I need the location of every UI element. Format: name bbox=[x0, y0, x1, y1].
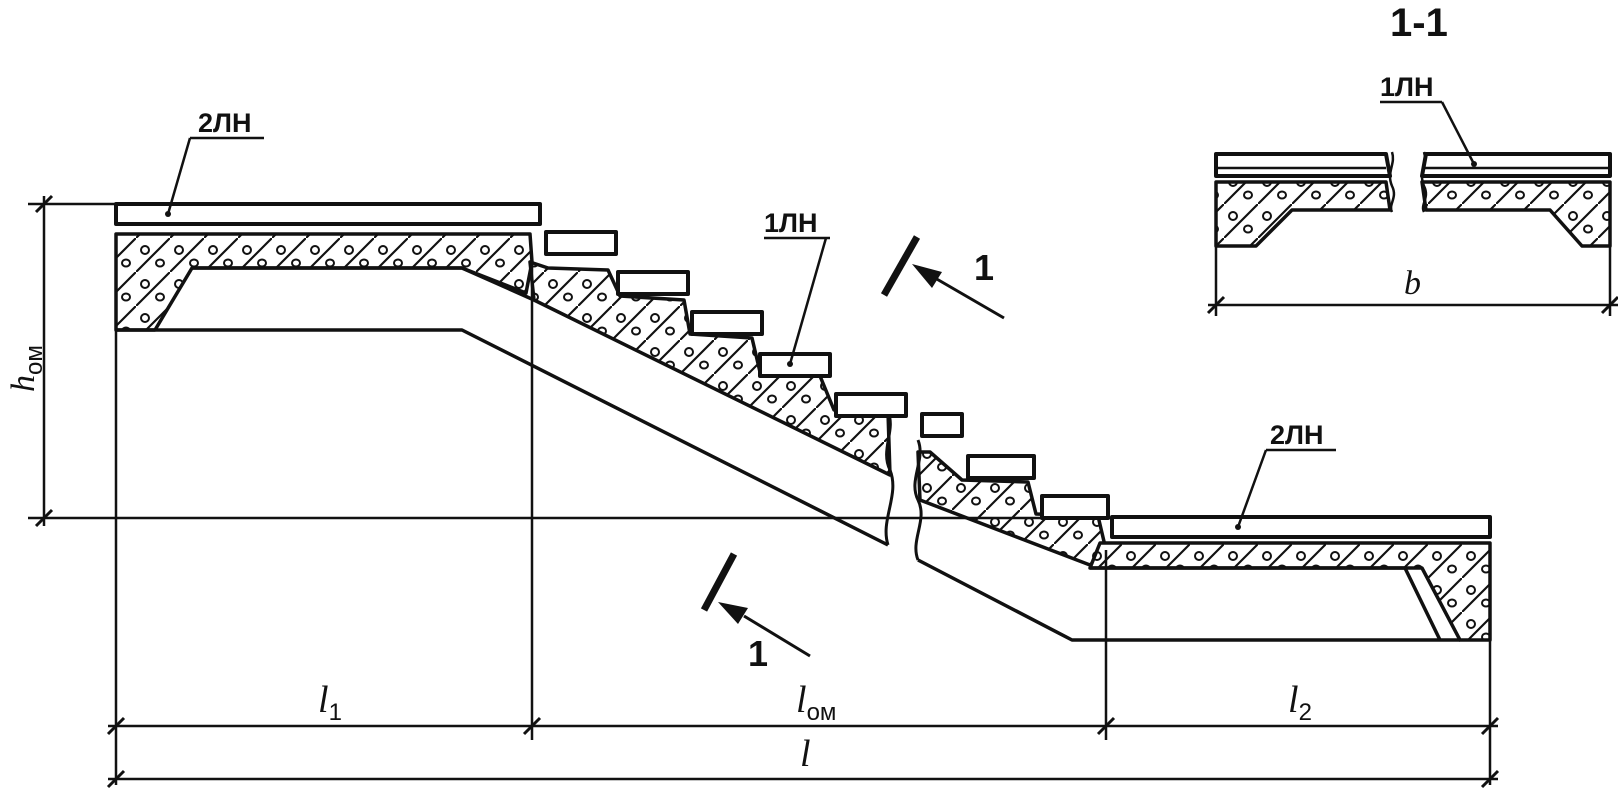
section-title: 1-1 bbox=[1390, 1, 1448, 45]
section-slab-left bbox=[1214, 180, 1392, 248]
tread-plate bbox=[966, 454, 1036, 480]
tread-plate bbox=[616, 270, 690, 296]
tread-plate bbox=[758, 352, 832, 378]
stair-underside-lower bbox=[917, 558, 1460, 642]
stair-underside-upper bbox=[116, 328, 889, 547]
leaders bbox=[166, 136, 1336, 528]
tread-plate bbox=[920, 412, 964, 438]
lower-landing-void-edge bbox=[1090, 566, 1442, 641]
dim-b: b bbox=[1404, 265, 1421, 302]
section-cut-lower bbox=[700, 552, 811, 658]
lower-landing-slab bbox=[1088, 541, 1492, 642]
stair-flight-upper-slab bbox=[528, 260, 892, 477]
dim-b-lines bbox=[1206, 246, 1618, 316]
label-2ln-bottom: 2ЛН bbox=[1270, 420, 1323, 450]
label-1ln-section: 1ЛН bbox=[1380, 72, 1433, 102]
dim-l-total: l bbox=[800, 733, 811, 775]
section-cut-upper bbox=[880, 235, 1005, 320]
section-cut-label-upper: 1 bbox=[974, 247, 994, 288]
section-plate-left bbox=[1214, 152, 1392, 178]
break-line-left bbox=[884, 411, 895, 546]
dimension-lines bbox=[28, 194, 1500, 789]
section-1-1 bbox=[1214, 100, 1612, 248]
upper-landing-void-edge bbox=[192, 266, 535, 302]
tread-plate bbox=[690, 310, 764, 336]
dim-lom: lом bbox=[796, 679, 836, 726]
lower-plate-2ln bbox=[1110, 515, 1492, 539]
label-1ln-stair: 1ЛН bbox=[764, 208, 817, 238]
upper-landing-slab bbox=[114, 232, 534, 332]
stair-elevation bbox=[114, 202, 1492, 642]
dim-h-om: hом bbox=[5, 345, 48, 392]
tread-plate bbox=[834, 392, 908, 418]
break-line-right bbox=[913, 439, 923, 561]
dim-l1: l1 bbox=[318, 679, 342, 726]
dim-l2: l2 bbox=[1288, 679, 1312, 726]
upper-plate-2ln bbox=[114, 202, 542, 226]
tread-plate bbox=[1040, 494, 1110, 520]
section-cut-label-lower: 1 bbox=[748, 633, 768, 674]
section-slab-right bbox=[1420, 180, 1612, 248]
section-plate-right bbox=[1420, 152, 1612, 178]
label-2ln-top: 2ЛН bbox=[198, 108, 251, 138]
tread-plate bbox=[544, 230, 618, 256]
